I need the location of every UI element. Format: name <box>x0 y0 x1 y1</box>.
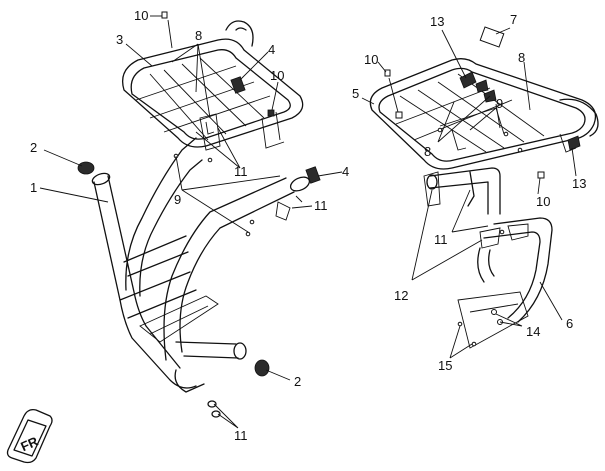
rubber-mount-4a <box>230 76 246 94</box>
callout-10: 10 <box>364 52 378 67</box>
callout-11: 11 <box>434 232 448 247</box>
callout-14: 14 <box>526 324 540 339</box>
callout-11: 11 <box>234 164 248 179</box>
callout-10: 10 <box>134 8 148 23</box>
callout-7: 7 <box>510 12 517 27</box>
rubber-mount-13a <box>459 71 477 89</box>
bumper-end-cap-right <box>254 359 270 377</box>
callout-8: 8 <box>424 144 431 159</box>
callout-5: 5 <box>352 86 359 101</box>
callout-15: 15 <box>438 358 452 373</box>
rear-hardware <box>384 26 581 347</box>
front-bumper-tube <box>91 137 311 418</box>
reflector-7 <box>479 26 505 48</box>
front-rack <box>121 20 304 151</box>
rubber-mount-13b <box>567 135 581 151</box>
bumper-end-cap-left <box>77 161 95 175</box>
rear-rack <box>369 58 599 170</box>
washer-10 <box>267 109 275 117</box>
callout-4: 4 <box>268 42 275 57</box>
callout-3: 3 <box>116 32 123 47</box>
callout-labels: 1 2 2 3 4 4 5 6 7 8 8 8 9 9 10 10 10 10 … <box>30 8 586 443</box>
callout-4: 4 <box>342 164 349 179</box>
logo-text: FR <box>18 433 40 454</box>
callout-8: 8 <box>195 28 202 43</box>
callout-11: 11 <box>314 198 328 213</box>
callout-2: 2 <box>294 374 301 389</box>
rear-bumper <box>423 167 553 349</box>
nut-10-rear <box>384 69 391 77</box>
callout-13: 13 <box>572 176 586 191</box>
front-hardware <box>77 11 321 377</box>
rubber-mount-4b <box>305 166 321 184</box>
callout-9: 9 <box>496 96 503 111</box>
leader-lines <box>39 15 577 429</box>
callout-10: 10 <box>270 68 284 83</box>
callout-10: 10 <box>536 194 550 209</box>
callout-13: 13 <box>430 14 444 29</box>
callout-11: 11 <box>234 428 248 443</box>
callout-6: 6 <box>566 316 573 331</box>
washer-10-rear <box>537 171 545 179</box>
callout-8: 8 <box>518 50 525 65</box>
front-direction-logo: FR <box>6 408 53 464</box>
callout-9: 9 <box>174 192 181 207</box>
callout-12: 12 <box>394 288 408 303</box>
nut-10-left <box>161 11 168 19</box>
callout-1: 1 <box>30 180 37 195</box>
callout-2: 2 <box>30 140 37 155</box>
